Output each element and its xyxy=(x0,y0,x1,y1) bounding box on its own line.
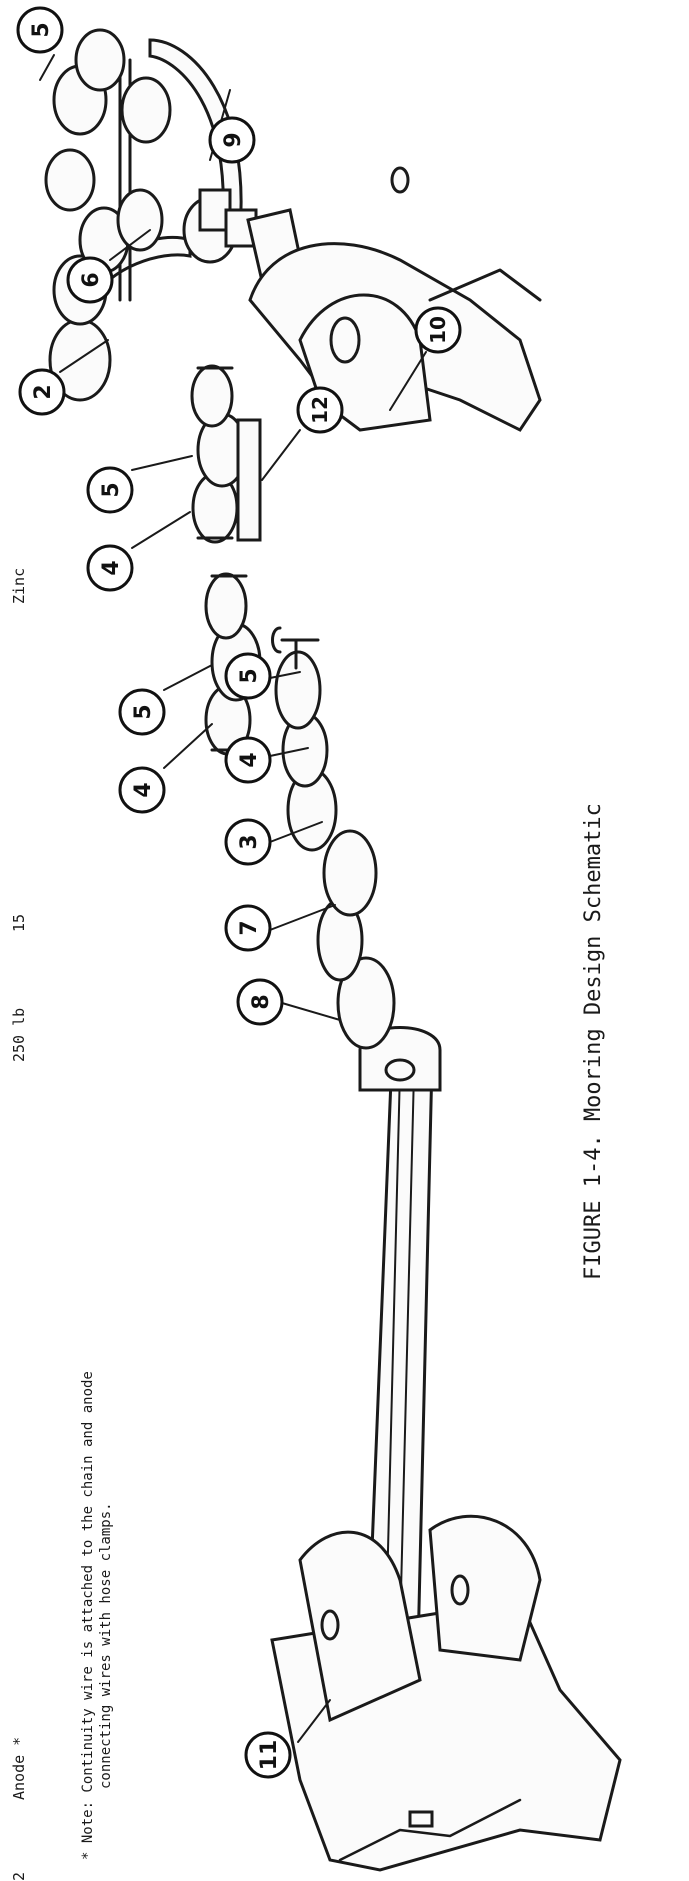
callout-6: 6 xyxy=(66,256,114,304)
svg-text:4: 4 xyxy=(99,560,124,575)
chain-segment-left xyxy=(271,626,396,1050)
callout-5d: 5 xyxy=(16,6,64,54)
svg-text:5: 5 xyxy=(99,482,124,497)
table-material: Zinc xyxy=(10,568,28,604)
callout-5c: 5 xyxy=(86,466,134,514)
mooring-cluster-top xyxy=(44,28,542,432)
svg-text:7: 7 xyxy=(237,920,262,935)
callout-5a: 5 xyxy=(224,652,272,700)
svg-text:2: 2 xyxy=(31,384,56,399)
svg-text:8: 8 xyxy=(249,994,274,1009)
callout-10: 10 xyxy=(414,306,462,354)
callout-4b: 4 xyxy=(118,766,166,814)
figure-caption: FIGURE 1-4. Mooring Design Schematic xyxy=(581,803,606,1280)
svg-text:4: 4 xyxy=(237,752,262,767)
svg-text:10: 10 xyxy=(426,316,450,344)
callout-2: 2 xyxy=(18,368,66,416)
callout-3: 3 xyxy=(224,818,272,866)
callout-12: 12 xyxy=(296,386,344,434)
note-line-2: connecting wires with hose clamps. xyxy=(98,1502,114,1789)
svg-text:9: 9 xyxy=(221,132,246,147)
svg-text:3: 3 xyxy=(237,834,262,849)
callout-7: 7 xyxy=(224,904,272,952)
svg-text:11: 11 xyxy=(257,1740,282,1771)
svg-text:5: 5 xyxy=(131,704,156,719)
svg-text:6: 6 xyxy=(79,272,104,287)
callout-8: 8 xyxy=(236,978,284,1026)
callout-9: 9 xyxy=(208,116,256,164)
table-item-number: 12 xyxy=(10,1872,28,1881)
leader-lines xyxy=(39,54,427,1743)
table-weight: 250 lb xyxy=(10,1008,28,1062)
callout-11: 11 xyxy=(244,1731,292,1779)
svg-text:5: 5 xyxy=(237,668,262,683)
callout-4a: 4 xyxy=(224,736,272,784)
svg-text:12: 12 xyxy=(308,396,332,424)
callouts: 11 8 7 3 4 5 4 5 xyxy=(16,6,462,1779)
anchor-illustration-bottom xyxy=(270,1026,622,1872)
callout-4c: 4 xyxy=(86,544,134,592)
chain-segment-anode xyxy=(190,364,262,544)
callout-5b: 5 xyxy=(118,688,166,736)
table-quantity: 15 xyxy=(10,914,28,932)
svg-text:5: 5 xyxy=(29,22,54,37)
table-description: Anode * xyxy=(10,1737,28,1800)
note-line-1: * Note: Continuity wire is attached to t… xyxy=(80,1371,96,1860)
svg-text:4: 4 xyxy=(131,782,156,797)
